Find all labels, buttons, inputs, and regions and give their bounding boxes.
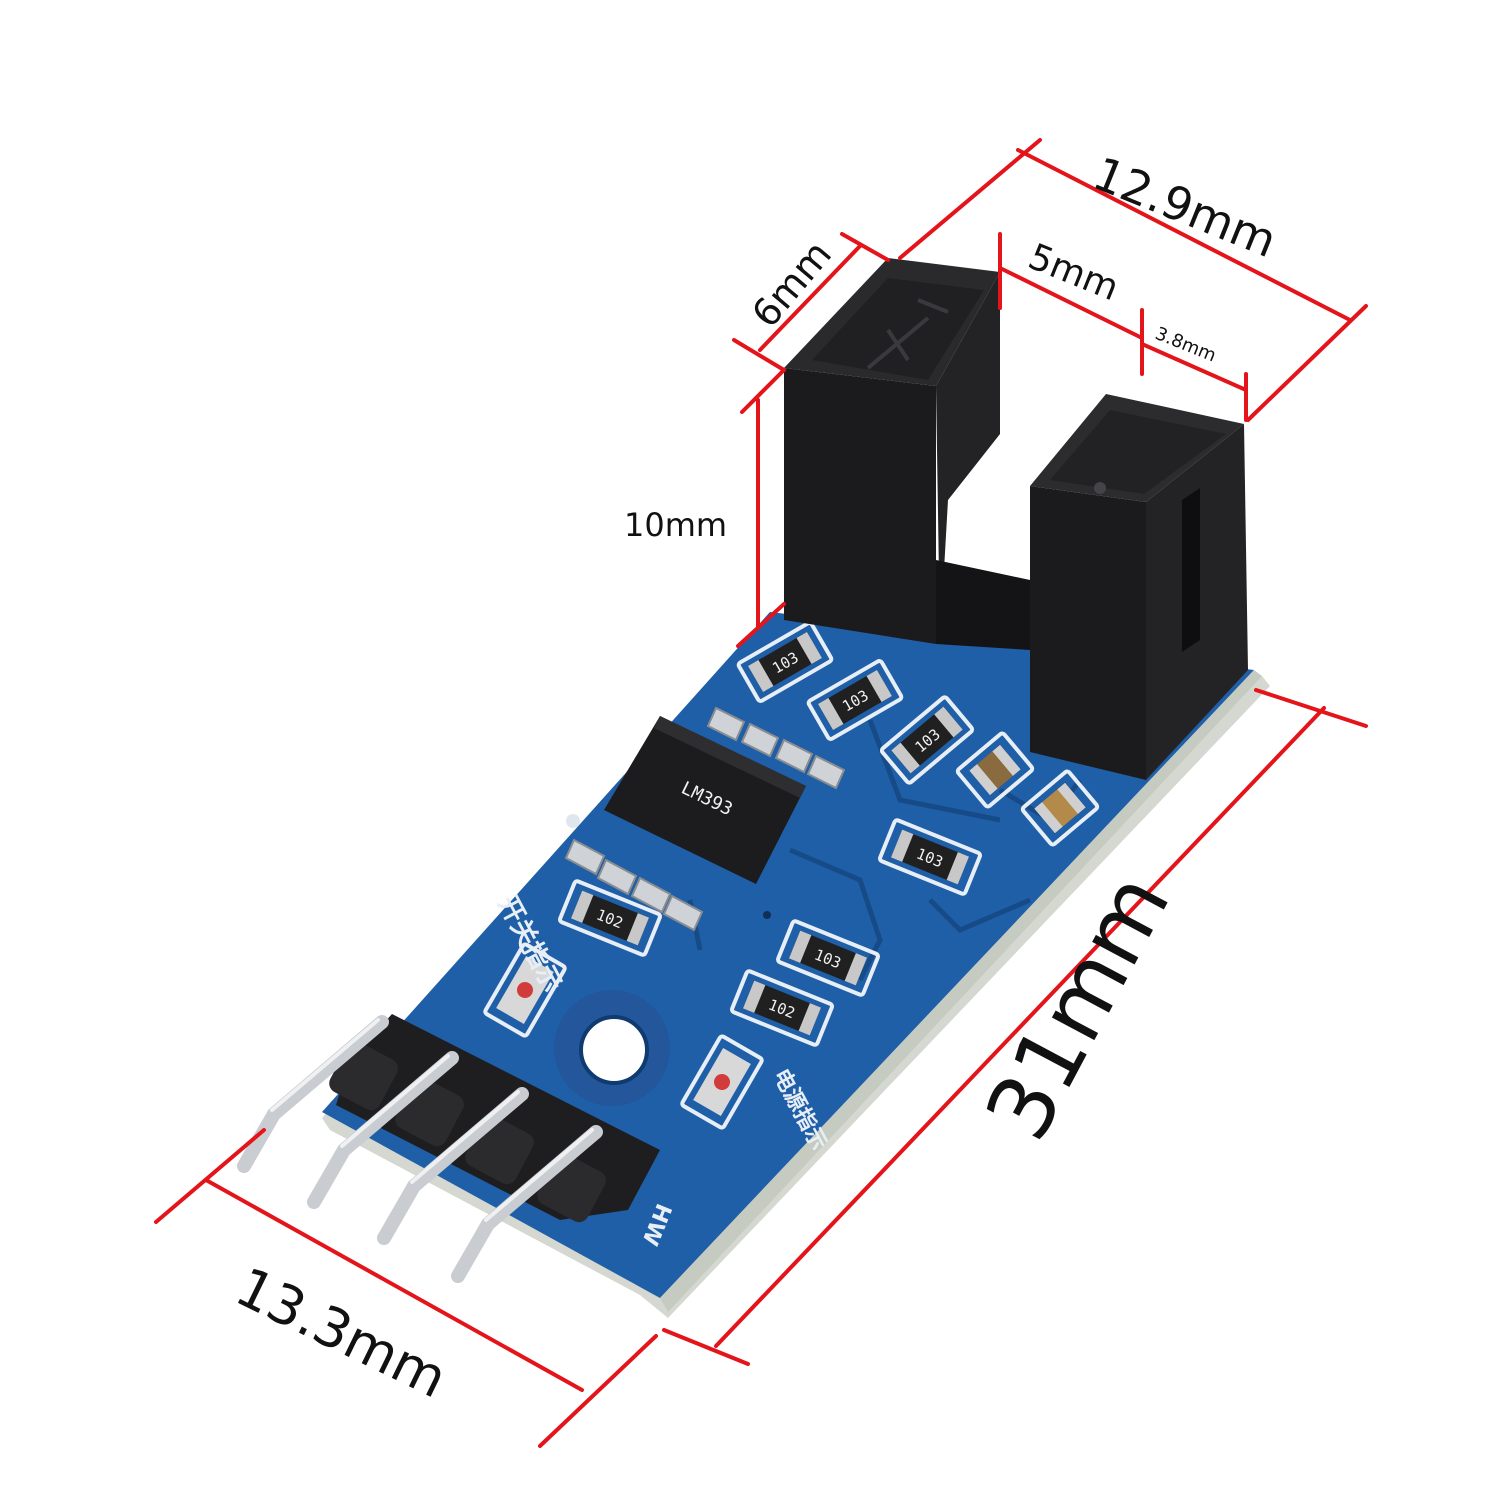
- ic-pins: [564, 706, 846, 932]
- label-board-width: 13.3mm: [226, 1255, 456, 1410]
- resistor-r1: 103: [736, 621, 834, 703]
- dim-line-board-width: [204, 1178, 584, 1392]
- label-arm-width: 3.8mm: [1152, 323, 1219, 366]
- label-height: 10mm: [624, 506, 727, 544]
- pin-4: [451, 1125, 603, 1283]
- dim-line-depth: [758, 244, 862, 352]
- via-dot: [763, 911, 771, 919]
- pin1-dot: [566, 814, 580, 828]
- label-gap: 5mm: [1023, 236, 1125, 309]
- pcb-shade: [660, 670, 1262, 1312]
- resistor-r7: 102: [730, 969, 834, 1047]
- mounting-hole: [579, 1015, 649, 1085]
- pin-2: [307, 1051, 459, 1209]
- ic-chip: LM393: [564, 706, 846, 932]
- pin-header: [237, 1014, 660, 1283]
- resistor-r2: 103: [806, 659, 904, 741]
- header-pins: [237, 1015, 603, 1283]
- sensor-left-arm-side: [936, 272, 1000, 640]
- ic-body: [604, 716, 806, 884]
- receiver-dot-icon: [1094, 482, 1106, 494]
- dim-line-gap: [998, 266, 1144, 340]
- dim-line-length: [714, 706, 1326, 1348]
- led-switch-indicator: [483, 942, 567, 1038]
- dim-line-arm-width: [1140, 342, 1248, 392]
- resistor-r4: 103: [878, 818, 982, 896]
- sensor-base: [936, 560, 1030, 650]
- pin-1: [237, 1015, 389, 1173]
- sensor-right-arm-front: [1030, 486, 1146, 780]
- led-power-indicator: [680, 1034, 764, 1130]
- capacitor-c1: [955, 731, 1035, 809]
- right-arm-slot: [1182, 488, 1200, 652]
- slot-sensor: [784, 258, 1248, 780]
- sensor-left-arm-front: [784, 368, 936, 644]
- pin-3: [377, 1087, 529, 1245]
- dim-line-overall-width: [1016, 148, 1352, 322]
- capacitor-c2: [1020, 769, 1100, 847]
- label-overall-width: 12.9mm: [1086, 146, 1284, 268]
- resistor-r5: 102: [558, 879, 662, 957]
- resistor-r6: 103: [776, 919, 880, 997]
- dimension-lines: [154, 138, 1368, 1448]
- emitter-symbol-icon: [866, 298, 949, 370]
